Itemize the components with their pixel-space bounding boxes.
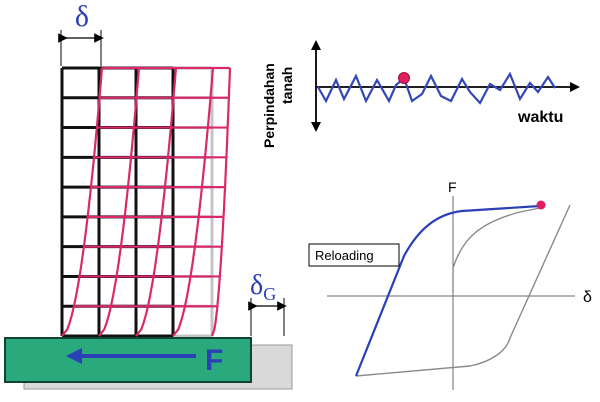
ground-slab: F <box>4 337 293 390</box>
deformed-column <box>172 67 215 337</box>
ground-motion-signal <box>317 71 556 105</box>
hysteresis-unloading-path <box>355 204 571 377</box>
delta-top-dimension: δ <box>58 0 104 66</box>
signal-marker <box>398 72 410 84</box>
ground-displacement-plot: Perpindahan tanah waktu <box>261 40 580 148</box>
delta-g-subscript: G <box>263 284 276 304</box>
delta-g-label: δG <box>250 270 276 304</box>
time-label: waktu <box>517 109 563 126</box>
frame-undeformed-gray <box>97 66 214 338</box>
hysteresis-delta-label: δ <box>583 289 592 306</box>
hysteresis-plot: F δ Reloading <box>308 179 592 390</box>
deformed-column <box>61 67 104 337</box>
delta-top-label: δ <box>75 0 89 33</box>
force-label: F <box>205 344 223 377</box>
frame-original-black <box>60 66 175 338</box>
deformed-column <box>98 67 141 337</box>
force-arrow <box>66 348 82 364</box>
hysteresis-loading-path <box>354 204 541 377</box>
frame-deformed-pink <box>61 66 232 337</box>
reloading-label: Reloading <box>315 248 374 263</box>
ground-slab-body <box>4 337 252 383</box>
hysteresis-marker <box>536 200 546 210</box>
delta-g-dimension: δG <box>248 270 287 336</box>
hysteresis-f-label: F <box>448 179 457 195</box>
ground-disp-label-line2: tanah <box>279 67 295 104</box>
ground-disp-label-line1: Perpindahan <box>261 63 277 148</box>
building-frame <box>60 66 232 338</box>
reloading-box <box>308 243 400 267</box>
deformed-column <box>135 67 178 337</box>
deformed-column-right <box>210 67 232 337</box>
